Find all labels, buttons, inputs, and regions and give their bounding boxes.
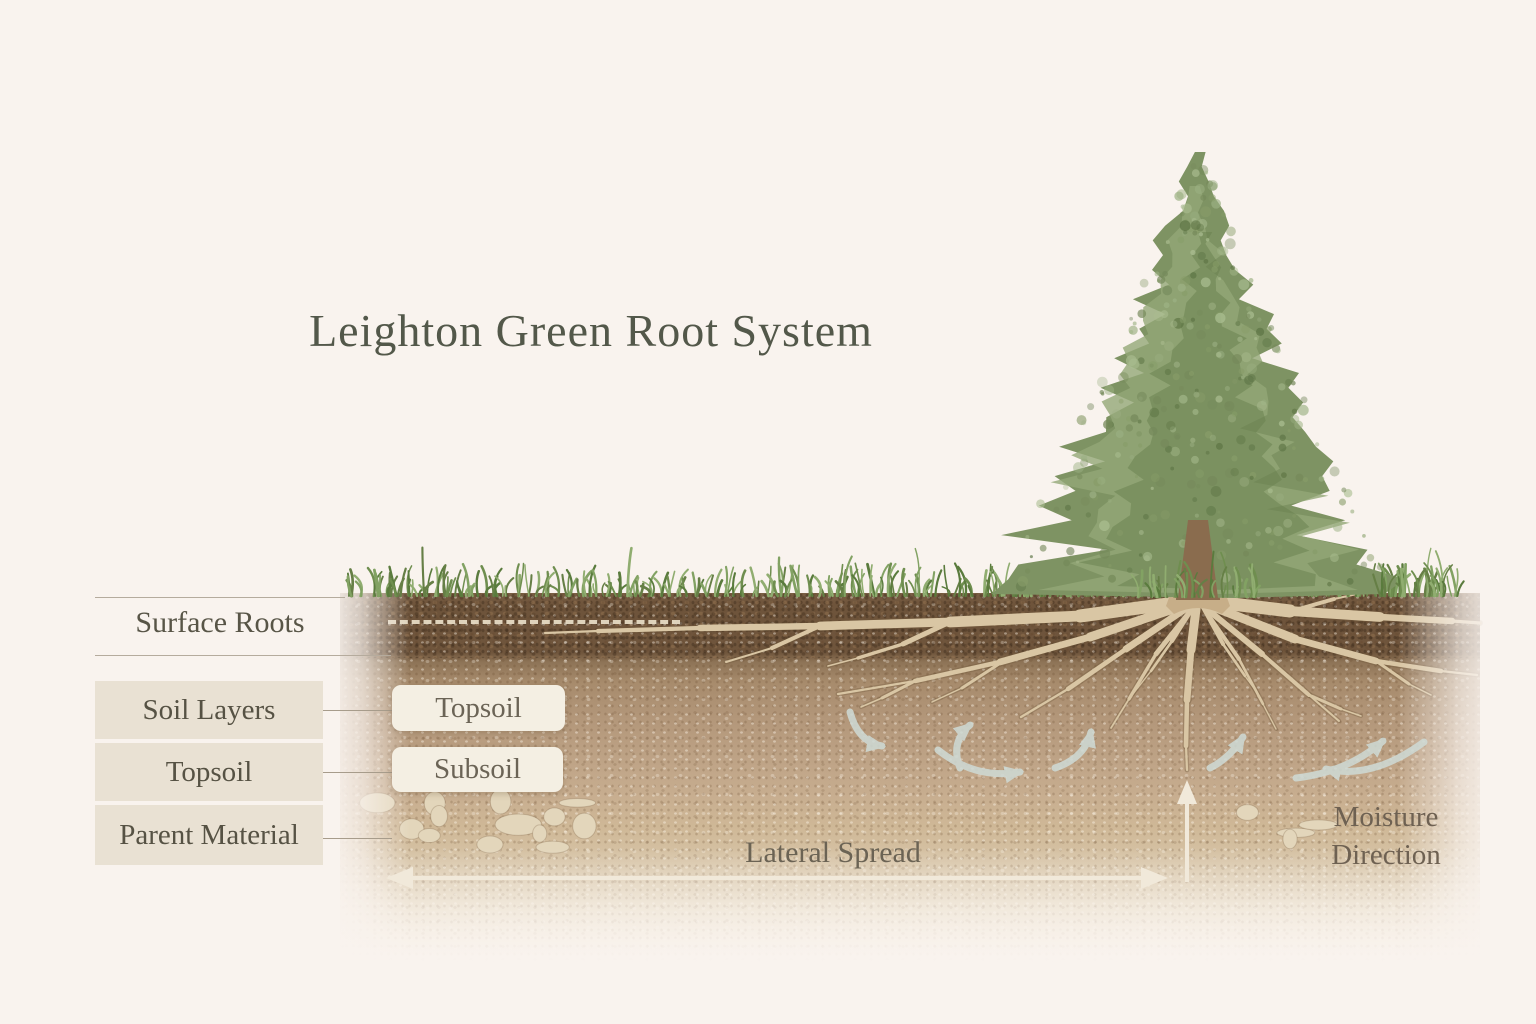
topsoil-layer-band [340,594,1480,658]
moisture-direction-label: Moisture Direction [1331,801,1441,871]
surface-roots-rule-top [95,597,345,598]
surface-roots-dashed-line [388,620,680,624]
leader-line-topsoil [323,772,392,773]
leader-line-parent-material [323,838,392,839]
surface-roots-label: Surface Roots [135,606,305,639]
legend-item-parent-material: Parent Material [95,805,323,865]
lateral-spread-label: Lateral Spread [745,836,921,869]
page-title: Leighton Green Root System [309,305,873,356]
leader-line-soil-layers [323,710,392,711]
legend-item-soil-layers: Soil Layers [95,681,323,739]
legend-item-topsoil: Topsoil [95,743,323,801]
layer-tag-subsoil: Subsoil [392,747,563,792]
surface-roots-rule-bottom [95,655,391,656]
soil-bottom-fade [300,848,1536,988]
layer-tag-topsoil: Topsoil [392,685,565,731]
